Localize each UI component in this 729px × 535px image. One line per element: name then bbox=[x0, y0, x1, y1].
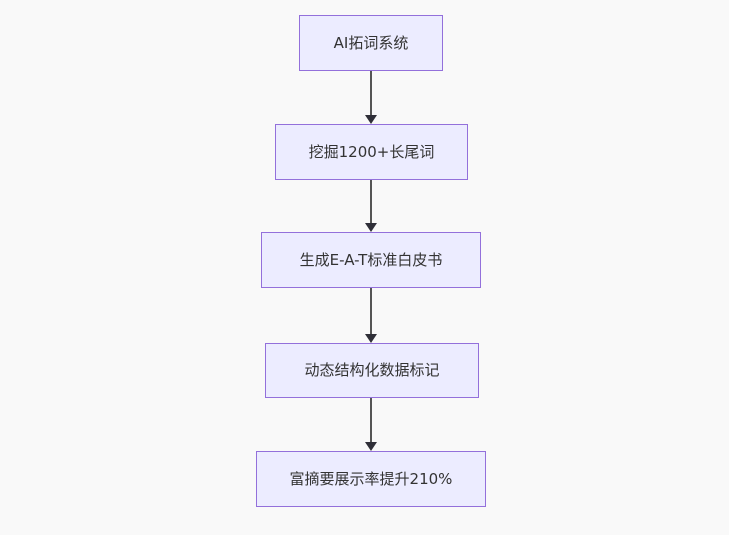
arrowhead-down-icon bbox=[365, 115, 377, 124]
arrow-line bbox=[370, 180, 372, 224]
flow-arrow-2 bbox=[364, 180, 378, 232]
flow-node-structured-data-markup: 动态结构化数据标记 bbox=[265, 343, 479, 398]
arrow-line bbox=[370, 288, 372, 335]
flow-arrow-3 bbox=[364, 288, 378, 343]
flow-node-ai-keyword-system: AI拓词系统 bbox=[299, 15, 443, 71]
arrowhead-down-icon bbox=[365, 334, 377, 343]
arrowhead-down-icon bbox=[365, 442, 377, 451]
flow-node-longtail-mining: 挖掘1200+长尾词 bbox=[275, 124, 468, 180]
flow-arrow-4 bbox=[364, 398, 378, 451]
flow-node-rich-snippet-result: 富摘要展示率提升210% bbox=[256, 451, 486, 507]
arrow-line bbox=[370, 71, 372, 116]
flow-node-eat-whitepaper: 生成E-A-T标准白皮书 bbox=[261, 232, 481, 288]
arrow-line bbox=[370, 398, 372, 443]
arrowhead-down-icon bbox=[365, 223, 377, 232]
flow-arrow-1 bbox=[364, 71, 378, 124]
